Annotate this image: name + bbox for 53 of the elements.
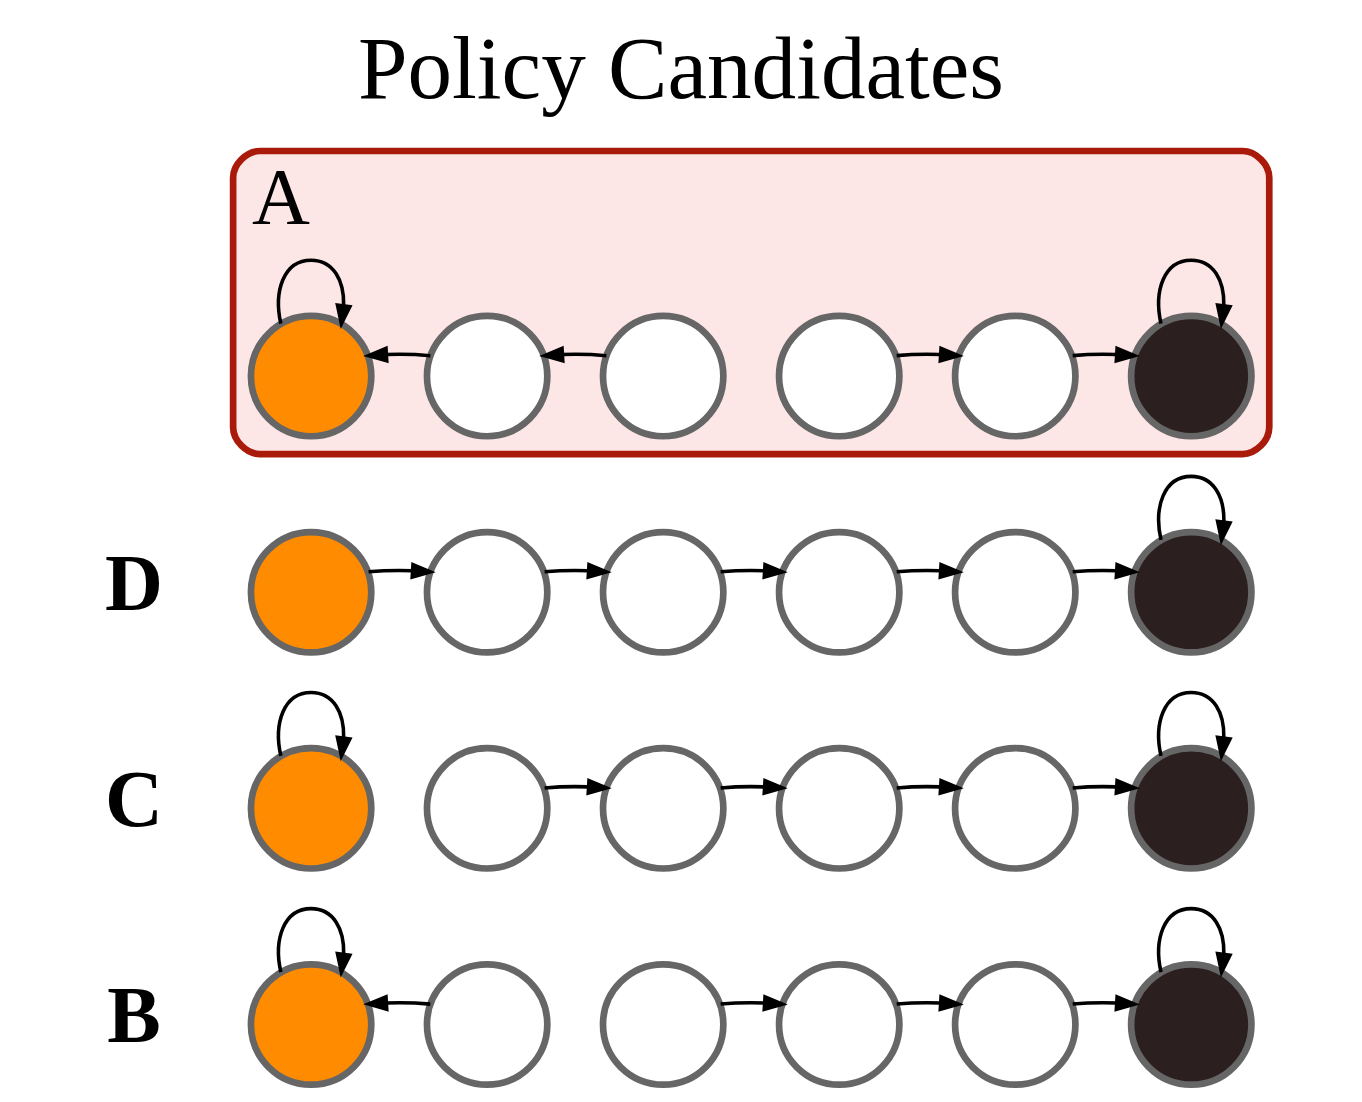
node-circle [423, 312, 551, 440]
node-circle [247, 744, 375, 872]
arrow [1072, 345, 1140, 364]
node-circle [775, 312, 903, 440]
arrow [1157, 258, 1233, 329]
node-circle [951, 528, 1079, 656]
arrow [539, 345, 607, 364]
node-circle [247, 961, 375, 1088]
node-circle [1127, 528, 1255, 656]
node-circle [599, 312, 727, 440]
node-circle [247, 312, 375, 440]
arrow [896, 561, 964, 580]
arrow [363, 345, 431, 364]
node-circle [775, 528, 903, 656]
arrow [276, 690, 353, 762]
arrow [896, 994, 964, 1012]
arrow [720, 994, 788, 1012]
diagram-title: Policy Candidates [357, 18, 1005, 117]
node-circle [423, 528, 551, 656]
arrow [1157, 906, 1233, 978]
node-circle [951, 744, 1079, 872]
label: B [107, 970, 161, 1059]
node-circle [599, 744, 727, 872]
node-circle [247, 528, 375, 656]
arrow [1072, 778, 1140, 796]
node-circle [775, 744, 903, 872]
arrow [1157, 690, 1233, 762]
cluster: A [229, 147, 1273, 458]
node-circle [1127, 744, 1255, 872]
arrow [368, 561, 436, 580]
node-circle [951, 961, 1079, 1088]
arrow [896, 345, 964, 364]
node-circle [423, 744, 551, 872]
node-circle [1127, 312, 1255, 440]
node-circle [951, 312, 1079, 440]
arrow [1157, 474, 1233, 546]
node-circle [599, 528, 727, 656]
node-circle [775, 961, 903, 1088]
arrow [276, 906, 353, 978]
arrow [544, 561, 612, 580]
arrow [720, 778, 788, 796]
arrow [896, 778, 964, 796]
arrow [363, 994, 431, 1012]
arrow [276, 258, 353, 329]
label: C [104, 754, 163, 843]
node-circle [1127, 961, 1255, 1088]
label: D [104, 538, 163, 627]
node-circle [423, 961, 551, 1088]
node-circle [599, 961, 727, 1088]
arrow [544, 778, 612, 796]
arrow [1072, 561, 1140, 580]
arrow [1072, 994, 1140, 1012]
arrow [720, 561, 788, 580]
